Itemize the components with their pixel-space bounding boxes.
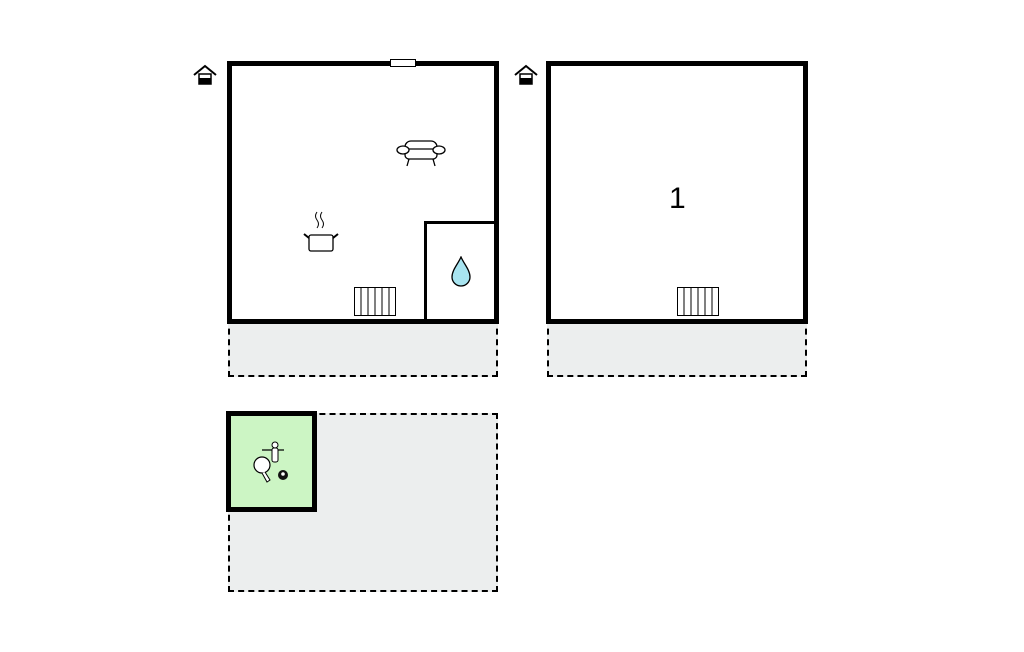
activity-room bbox=[226, 411, 317, 512]
sofa-icon bbox=[396, 138, 446, 173]
bathroom bbox=[424, 221, 499, 324]
terrace-floor-1 bbox=[228, 318, 498, 377]
entrance-icon bbox=[192, 64, 218, 91]
water-drop-icon bbox=[450, 255, 472, 293]
radiator-icon bbox=[354, 287, 396, 321]
radiator-icon bbox=[677, 287, 719, 321]
window bbox=[390, 59, 416, 67]
terrace-floor-2 bbox=[547, 318, 807, 377]
floor-2-outline bbox=[546, 61, 808, 324]
bedroom-label: 1 bbox=[669, 182, 686, 215]
entrance-icon bbox=[513, 64, 539, 91]
cooking-pot-icon bbox=[302, 210, 342, 260]
games-icon bbox=[250, 438, 294, 491]
